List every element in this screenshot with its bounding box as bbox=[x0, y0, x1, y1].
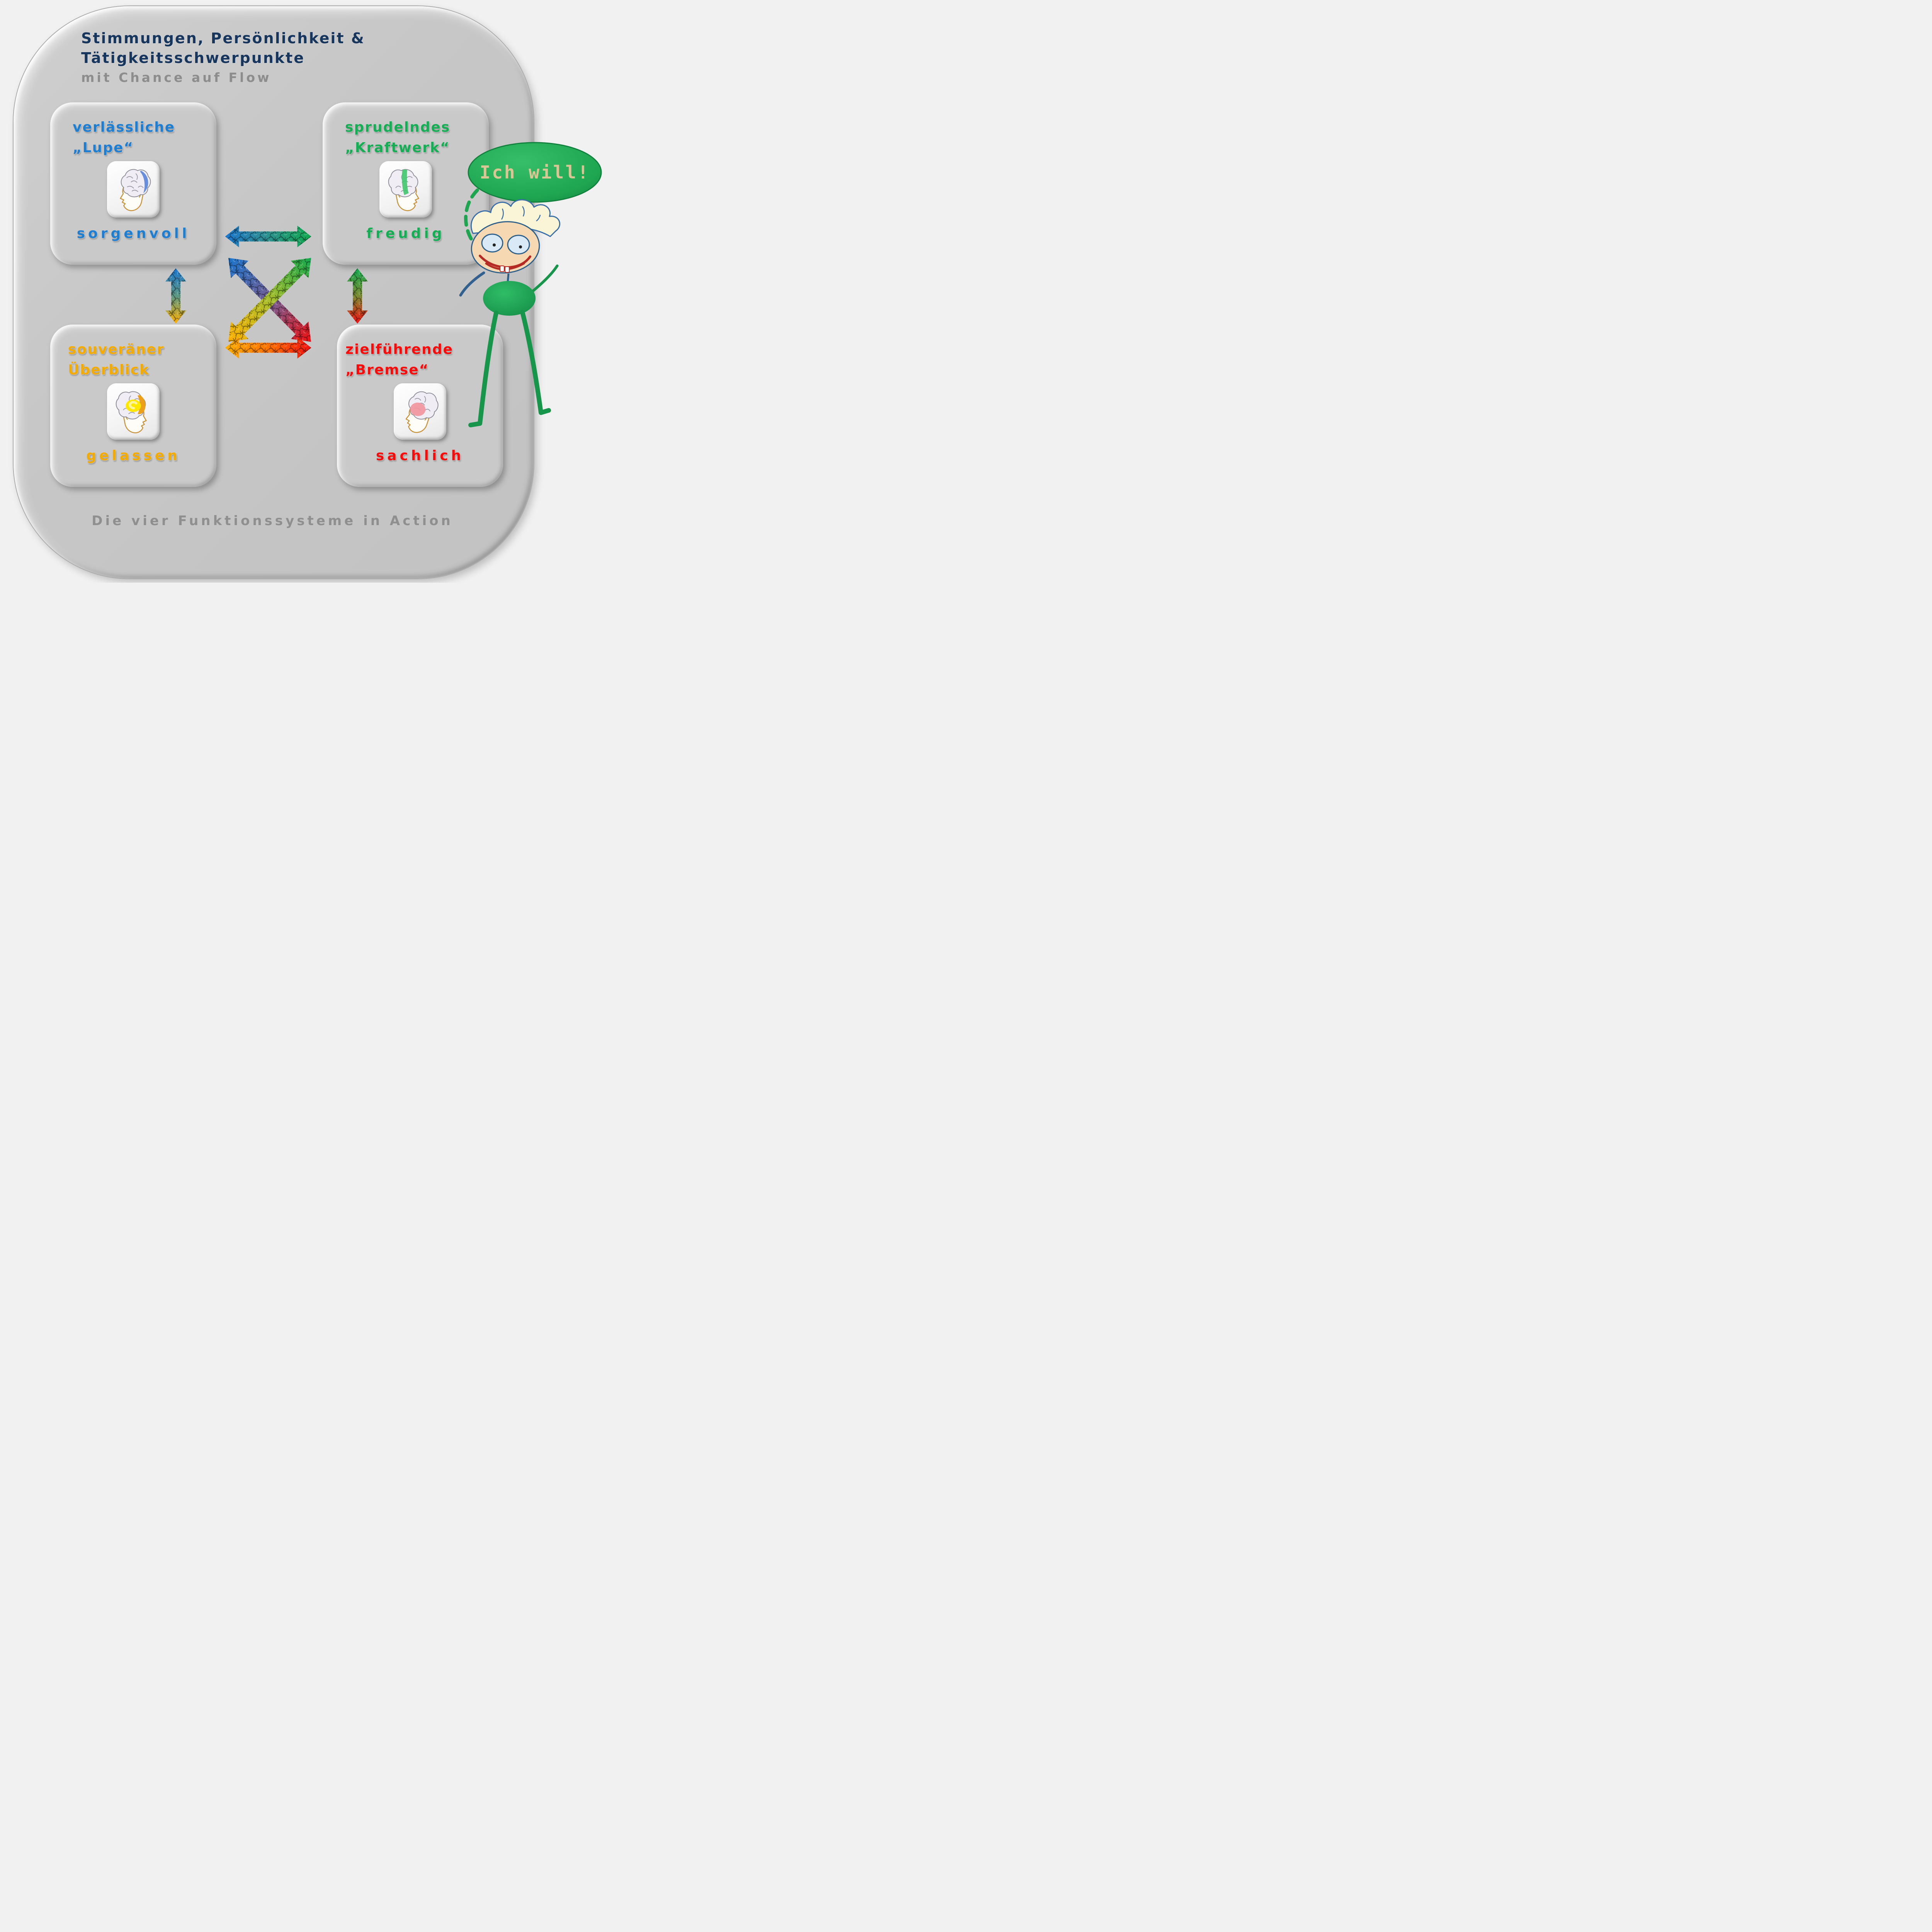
green-stripe-region bbox=[402, 170, 409, 195]
brain-tile bbox=[379, 161, 432, 218]
quadrant-title-line1: souveräner bbox=[68, 342, 165, 357]
page-title-line1: Stimmungen, Persönlichkeit & bbox=[81, 30, 365, 47]
quadrant-title: verlässliche „Lupe“ bbox=[50, 117, 216, 158]
red-region bbox=[410, 402, 426, 416]
quadrant-title-line2: „Lupe“ bbox=[73, 140, 134, 156]
quadrant-title-line2: „Kraftwerk“ bbox=[345, 140, 450, 156]
quadrant-box-lupe: verlässliche „Lupe“ sorgenvoll bbox=[50, 102, 216, 265]
footer-caption: Die vier Funktionssysteme in Action bbox=[92, 513, 453, 529]
quadrant-box-bremse: zielführende „Bremse“ sachlich bbox=[337, 325, 503, 487]
mood-label: freudig bbox=[366, 226, 445, 242]
page-title-line2: Tätigkeitsschwerpunkte bbox=[81, 49, 305, 66]
brain-tile bbox=[107, 161, 160, 218]
brain-tile bbox=[107, 383, 160, 440]
mood-label: sachlich bbox=[376, 448, 464, 464]
brain-head-green-icon bbox=[388, 169, 419, 211]
quadrant-title: souveräner Überblick bbox=[50, 339, 216, 380]
quadrant-title: zielführende „Bremse“ bbox=[337, 339, 503, 380]
mood-label: sorgenvoll bbox=[77, 226, 190, 242]
stage: Stimmungen, Persönlichkeit & Tätigkeitss… bbox=[0, 0, 606, 583]
quadrant-title-line2: „Bremse“ bbox=[345, 362, 429, 378]
quadrant-title-line1: zielführende bbox=[345, 342, 453, 357]
quadrant-title: sprudelndes „Kraftwerk“ bbox=[323, 117, 489, 158]
brain-head-yellow-icon bbox=[116, 391, 147, 434]
quadrant-title-line1: sprudelndes bbox=[345, 119, 451, 135]
page-title-block: Stimmungen, Persönlichkeit & Tätigkeitss… bbox=[81, 29, 365, 87]
orange-frontal-region bbox=[138, 395, 146, 414]
mood-label: gelassen bbox=[86, 448, 180, 464]
brain-head-blue-icon bbox=[120, 169, 151, 211]
figure-arm-right bbox=[531, 264, 559, 293]
brain-tile bbox=[394, 383, 446, 440]
blue-region bbox=[140, 170, 148, 193]
quadrant-box-ueberblick: souveräner Überblick gelassen bbox=[50, 325, 216, 487]
quadrant-title-line2: Überblick bbox=[68, 362, 150, 378]
page-subtitle: mit Chance auf Flow bbox=[81, 70, 272, 85]
brain-head-red-icon bbox=[405, 391, 439, 433]
quadrant-box-kraftwerk: sprudelndes „Kraftwerk“ freudig bbox=[323, 102, 489, 265]
quadrant-title-line1: verlässliche bbox=[73, 119, 175, 135]
main-panel bbox=[14, 6, 534, 578]
